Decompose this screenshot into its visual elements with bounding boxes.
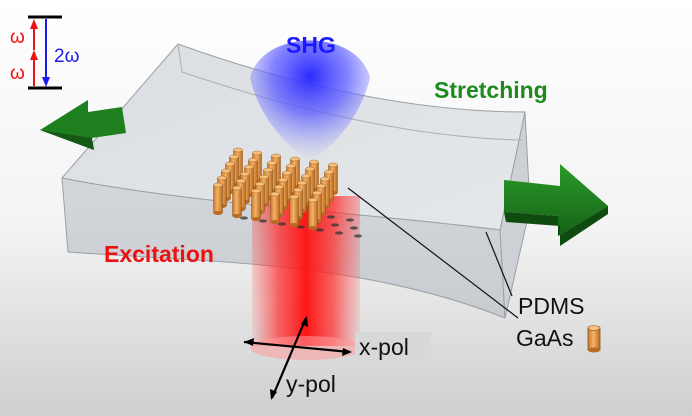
stretching-label: Stretching xyxy=(434,77,548,103)
two-omega-arrow-head xyxy=(42,77,50,87)
pillar-hole xyxy=(331,223,339,227)
shg-label: SHG xyxy=(286,32,336,58)
shg-emission-beam xyxy=(250,40,370,160)
pillar-hole xyxy=(327,215,335,219)
omega-arrow-lower-head xyxy=(30,50,38,60)
pillar-hole xyxy=(278,222,286,226)
gaas-pillar xyxy=(308,197,318,230)
omega-arrow-upper-head xyxy=(30,19,38,29)
pillar-hole xyxy=(346,218,354,222)
gaas-pillar-icon xyxy=(587,325,601,353)
x-pol-label: x-pol xyxy=(359,334,409,360)
pointer-line-gaas xyxy=(347,187,519,319)
y-pol-axis xyxy=(270,317,308,399)
x-pol-arrowhead-left xyxy=(244,338,254,346)
x-pol-axis xyxy=(243,340,351,354)
gaas-pillar xyxy=(232,185,242,218)
pillar-hole xyxy=(316,228,324,232)
pillar-hole xyxy=(240,216,248,220)
gaas-label: GaAs xyxy=(516,325,574,351)
gaas-pillar-array xyxy=(213,147,338,230)
two-omega-label: 2ω xyxy=(54,46,80,67)
pillar-hole xyxy=(335,231,343,235)
pointer-line-pdms xyxy=(485,231,513,297)
y-pol-arrowhead-bottom xyxy=(270,389,277,400)
green-arrow-right-icon xyxy=(504,164,608,236)
excitation-label: Excitation xyxy=(104,241,214,267)
pillar-hole xyxy=(350,226,358,230)
pillar-hole xyxy=(259,219,267,223)
gaas-pillar xyxy=(270,191,280,224)
pdms-label: PDMS xyxy=(518,293,584,319)
gaas-pillar xyxy=(213,182,223,215)
omega-label-lower: ω xyxy=(10,63,25,84)
y-pol-arrowhead-top xyxy=(301,316,308,327)
x-pol-arrowhead-right xyxy=(342,348,352,356)
pillar-hole xyxy=(354,234,362,238)
y-pol-label: y-pol xyxy=(286,371,336,397)
pillar-hole xyxy=(297,225,305,229)
green-arrow-left-shade xyxy=(40,130,94,150)
gaas-pillar xyxy=(251,188,261,221)
gaas-pillar xyxy=(289,194,299,227)
x-pol-label-bg xyxy=(355,332,431,362)
green-arrow-right-shade xyxy=(504,206,608,246)
omega-label-upper: ω xyxy=(10,27,25,48)
